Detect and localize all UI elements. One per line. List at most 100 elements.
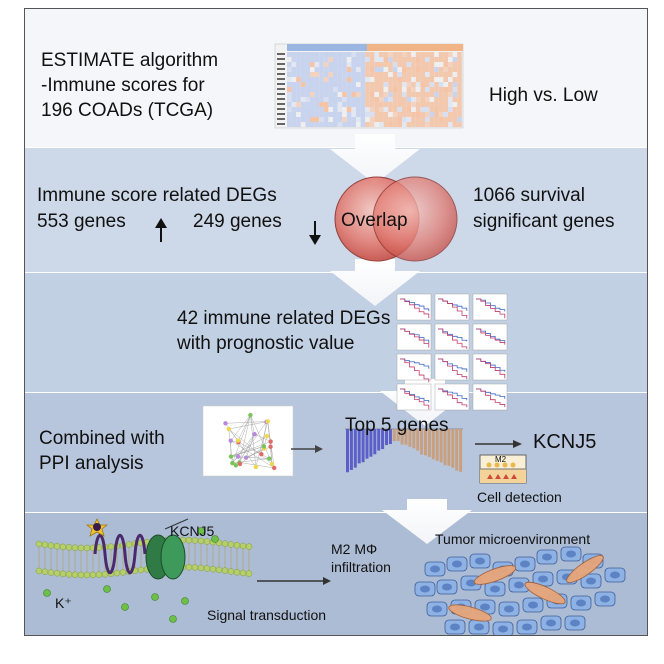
heatmap-cell bbox=[323, 87, 329, 92]
heatmap-cell bbox=[406, 57, 412, 62]
heatmap-cell bbox=[379, 87, 384, 92]
heatmap-cell bbox=[415, 77, 421, 82]
heatmap-cell bbox=[434, 107, 439, 112]
heatmap-cell bbox=[296, 102, 301, 107]
heatmap-cell bbox=[388, 67, 393, 72]
heatmap-cell bbox=[337, 82, 343, 87]
heatmap-cell bbox=[402, 82, 407, 87]
heatmap-row-label bbox=[277, 113, 285, 115]
heatmap-cell bbox=[291, 122, 297, 127]
heatmap-cell bbox=[434, 112, 439, 117]
venn-diagram bbox=[334, 176, 458, 262]
heatmap-cell bbox=[314, 102, 320, 107]
heatmap-cell bbox=[342, 102, 347, 107]
heatmap-cell bbox=[448, 72, 453, 77]
heatmap-cell bbox=[287, 62, 292, 67]
heatmap-cell bbox=[429, 112, 435, 117]
heatmap-cell bbox=[291, 107, 297, 112]
heatmap-row-label bbox=[277, 88, 285, 90]
lipid-head bbox=[125, 541, 133, 548]
ppi-node bbox=[237, 461, 243, 467]
heatmap-cell bbox=[369, 92, 375, 97]
heatmap-cell bbox=[425, 72, 430, 77]
heatmap-cell bbox=[383, 57, 389, 62]
heatmap-cell bbox=[434, 77, 439, 82]
heatmap-cell bbox=[397, 122, 402, 127]
heatmap-cell bbox=[337, 67, 343, 72]
heatmap-cell bbox=[323, 92, 329, 97]
cell-detection-label: Cell detection bbox=[477, 489, 562, 505]
ppi-node bbox=[264, 434, 270, 439]
heatmap-cell bbox=[425, 77, 430, 82]
heatmap-cell bbox=[374, 97, 379, 102]
heatmap-cell bbox=[374, 117, 379, 122]
heatmap-cell bbox=[296, 52, 301, 57]
heatmap-cell bbox=[406, 122, 412, 127]
heatmap-cell bbox=[383, 117, 389, 122]
heatmap-cell bbox=[365, 107, 370, 112]
lipid-head bbox=[53, 570, 61, 577]
heatmap-cell bbox=[356, 102, 361, 107]
kcnj5-channel-icon bbox=[145, 518, 189, 580]
heatmap-cell bbox=[402, 87, 407, 92]
rank-bar-down bbox=[365, 429, 369, 459]
heatmap-cell bbox=[406, 117, 412, 122]
heatmap-cell bbox=[319, 72, 324, 77]
m2-macrophage bbox=[448, 604, 492, 622]
heatmap-cell bbox=[356, 72, 361, 77]
heatmap-cell bbox=[323, 62, 329, 67]
km-curve-low bbox=[438, 298, 468, 319]
heatmap-cell bbox=[333, 107, 338, 112]
heatmap-cell bbox=[374, 52, 379, 57]
tumor-cell-nucleus bbox=[610, 571, 620, 579]
step-ppi-panel bbox=[25, 392, 647, 512]
heatmap-cell bbox=[388, 82, 393, 87]
heatmap-cell bbox=[434, 82, 439, 87]
heatmap-cell bbox=[300, 122, 306, 127]
rank-bar-up bbox=[412, 429, 416, 449]
heatmap-cell bbox=[300, 77, 306, 82]
heatmap-cell bbox=[438, 52, 444, 57]
heatmap-cell bbox=[369, 112, 375, 117]
heatmap-cell bbox=[402, 122, 407, 127]
heatmap-cell bbox=[369, 97, 375, 102]
tumor-cell-nucleus bbox=[570, 619, 580, 627]
heatmap-cell bbox=[337, 92, 343, 97]
heatmap-row-label bbox=[277, 93, 285, 95]
heatmap-cell bbox=[411, 112, 416, 117]
ppi-edge bbox=[230, 436, 268, 457]
heatmap-cell bbox=[448, 82, 453, 87]
heatmap-cell bbox=[374, 107, 379, 112]
heatmap-cell bbox=[333, 87, 338, 92]
tumor-cell-nucleus bbox=[466, 579, 476, 587]
lipid-head bbox=[35, 540, 43, 548]
heatmap-cell bbox=[337, 107, 343, 112]
heatmap-cell bbox=[296, 62, 301, 67]
heatmap-cell bbox=[429, 82, 435, 87]
heatmap-cell bbox=[337, 57, 343, 62]
lipid-head bbox=[221, 540, 229, 547]
heatmap-cell bbox=[411, 72, 416, 77]
heatmap-cell bbox=[342, 112, 347, 117]
heatmap-cell bbox=[356, 122, 361, 127]
heatmap-cell bbox=[452, 52, 458, 57]
heatmap-cell bbox=[351, 92, 356, 97]
heatmap-cell bbox=[388, 107, 393, 112]
heatmap-cell bbox=[310, 62, 315, 67]
heatmap-cell bbox=[452, 77, 458, 82]
heatmap-cell bbox=[443, 62, 448, 67]
heatmap-row-label bbox=[277, 53, 285, 55]
heatmap-cell bbox=[425, 92, 430, 97]
heatmap-cell bbox=[287, 102, 292, 107]
heatmap-cell bbox=[360, 92, 366, 97]
up-genes-count: 553 genes bbox=[37, 211, 126, 232]
heatmap-cell bbox=[448, 117, 453, 122]
heatmap-cell bbox=[369, 82, 375, 87]
heatmap-cell bbox=[406, 67, 412, 72]
heatmap-cell bbox=[429, 72, 435, 77]
tumor-cell-nucleus bbox=[432, 605, 442, 613]
heatmap-cell bbox=[383, 107, 389, 112]
heatmap-cell bbox=[379, 107, 384, 112]
rank-bar-down bbox=[353, 429, 357, 468]
heatmap-cell bbox=[397, 67, 402, 72]
